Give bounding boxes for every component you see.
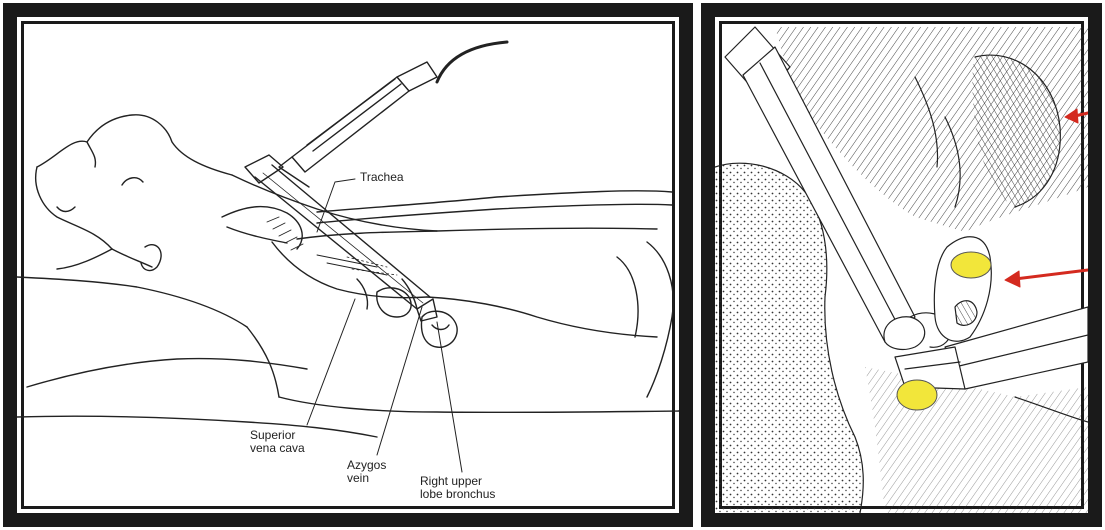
label-azygos-vein: Azygos vein xyxy=(347,459,386,485)
patient-head xyxy=(36,115,232,271)
left-illustration: Trachea Superior vena cava Azygos vein R… xyxy=(17,17,679,513)
left-panel-frame: Trachea Superior vena cava Azygos vein R… xyxy=(3,3,693,527)
instrument-lower xyxy=(895,307,1088,389)
label-superior-vena-cava: Superior vena cava xyxy=(250,429,305,455)
leader-lines xyxy=(307,179,462,472)
label-right-upper-lobe-bronchus: Right upper lobe bronchus xyxy=(420,475,495,501)
label-trachea: Trachea xyxy=(360,171,404,184)
closeup-drawing xyxy=(715,17,1088,513)
red-arrow-middle xyxy=(1005,270,1088,287)
scope-cable xyxy=(437,42,507,82)
scope-handle xyxy=(279,62,437,187)
right-illustration xyxy=(715,17,1088,513)
patient-torso xyxy=(17,175,679,437)
right-panel-frame xyxy=(701,3,1102,527)
mediastinal-structures xyxy=(357,279,457,347)
yellow-marker-lower xyxy=(897,380,937,410)
mediastinoscopy-drawing xyxy=(17,17,679,513)
yellow-marker-upper xyxy=(951,252,991,278)
